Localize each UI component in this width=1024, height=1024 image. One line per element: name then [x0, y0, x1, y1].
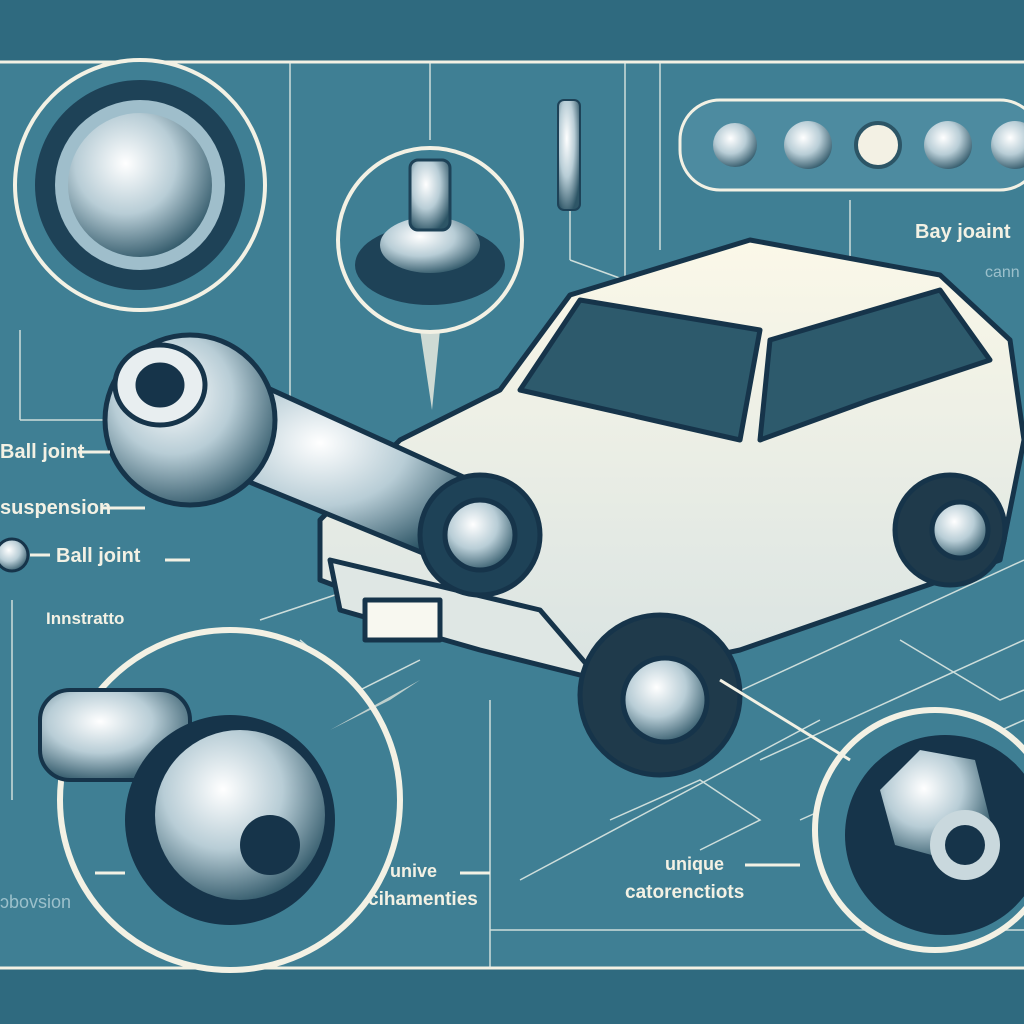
ball-joint-closeup-top	[336, 146, 524, 410]
label-suspension: suspension	[0, 497, 112, 519]
top-band	[0, 0, 1024, 62]
label-caracteristics: catorenctiots	[625, 882, 745, 903]
tie-rod-assembly	[102, 332, 543, 598]
ball-joint-closeup-top-left	[13, 58, 267, 312]
label-provision: ɔbovsion	[0, 892, 72, 912]
label-characteristics: cihamenties	[368, 889, 478, 910]
label-can: cann	[985, 264, 1020, 281]
nut-closeup-bottom-right	[719, 678, 1024, 953]
bottom-band	[0, 968, 1024, 1024]
label-ball-joint-top: Ball joint	[0, 441, 85, 463]
label-bay-joint: Bay joaint	[915, 221, 1011, 243]
sensor-part	[557, 99, 581, 211]
label-instrument: Innstratto	[46, 609, 125, 628]
ball-joint-closeup-bottom-left	[38, 627, 420, 973]
component-strip	[678, 98, 1024, 192]
label-ball-joint: Ball joint	[56, 545, 141, 567]
label-unique: unique	[665, 854, 724, 874]
label-unive: unive	[390, 861, 438, 881]
